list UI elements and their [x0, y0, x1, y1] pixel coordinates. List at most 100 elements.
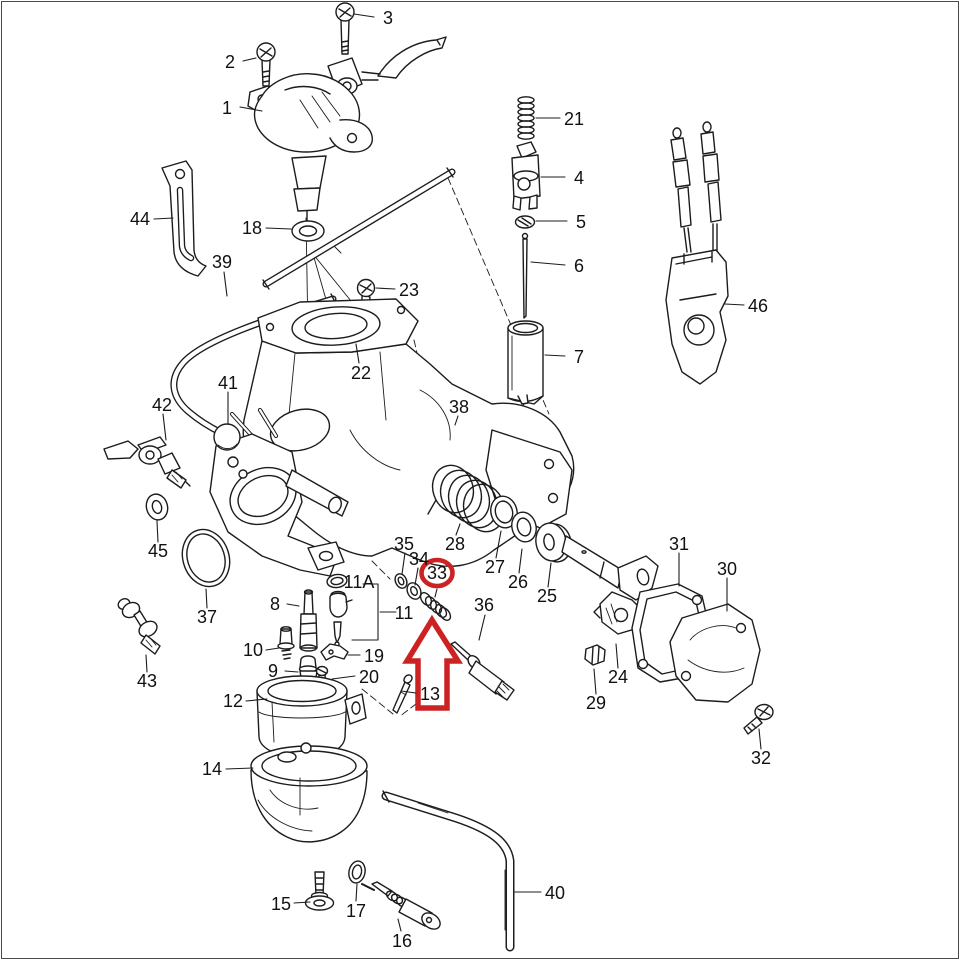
part-label-3: 3 — [383, 8, 393, 28]
clip-19-drawing — [320, 643, 349, 661]
leader-line-17 — [355, 883, 358, 902]
leader-line-28 — [455, 523, 461, 536]
part-label-11: 11 — [395, 603, 414, 623]
leader-line-34 — [414, 567, 419, 586]
oring-34-drawing — [406, 582, 422, 600]
part-label-1: 1 — [222, 98, 232, 118]
part-label-39: 39 — [212, 252, 232, 272]
oring-11a-drawing — [326, 573, 348, 589]
leader-line-6 — [530, 261, 566, 266]
leader-line-3 — [353, 13, 375, 18]
part-labels: 1231844392322214567463841424537433534332… — [130, 8, 771, 951]
part-label-31: 31 — [669, 534, 689, 554]
part-label-19: 19 — [364, 646, 384, 666]
hose-40-drawing — [381, 790, 515, 952]
leader-line-9 — [284, 670, 299, 673]
part-label-36: 36 — [474, 595, 494, 615]
drain-screw-15-drawing — [304, 871, 335, 911]
leader-line-18 — [265, 227, 292, 230]
valve-42-drawing — [103, 436, 191, 489]
chamber-12-drawing — [256, 675, 367, 759]
part-label-14: 14 — [202, 759, 222, 779]
leader-line-8 — [286, 603, 300, 607]
leader-line-43 — [145, 654, 148, 673]
part-label-15: 15 — [271, 894, 291, 914]
leader-line-37 — [205, 588, 208, 609]
part-label-18: 18 — [242, 218, 262, 238]
bracket-44-drawing — [161, 160, 207, 277]
leader-line-22 — [355, 343, 360, 364]
float-valve-11-drawing — [329, 590, 353, 647]
washer-26-drawing — [511, 511, 537, 543]
part-label-25: 25 — [537, 586, 557, 606]
leader-line-39 — [223, 271, 228, 297]
leader-line-38 — [454, 415, 459, 426]
part-label-9: 9 — [268, 661, 278, 681]
leader-line-42 — [162, 413, 167, 441]
washer-45-drawing — [145, 493, 169, 521]
part-label-40: 40 — [545, 883, 565, 903]
jet-10-drawing — [277, 626, 295, 660]
leader-line-33 — [434, 588, 438, 598]
part-label-28: 28 — [445, 534, 465, 554]
part-label-45: 45 — [148, 541, 168, 561]
part-label-32: 32 — [751, 748, 771, 768]
oring-35-drawing — [394, 573, 408, 589]
part-label-10: 10 — [243, 640, 263, 660]
part-label-43: 43 — [137, 671, 157, 691]
leader-line-12 — [245, 698, 268, 702]
leader-line-45 — [156, 520, 159, 543]
leader-line-20 — [331, 675, 356, 680]
holder-4-drawing — [511, 141, 541, 211]
leader-line-32 — [758, 728, 762, 750]
leader-line-46 — [724, 303, 745, 306]
part-label-35: 35 — [394, 534, 414, 554]
part-label-27: 27 — [485, 557, 505, 577]
part-label-5: 5 — [576, 212, 586, 232]
part-label-8: 8 — [270, 594, 280, 614]
highlight-circle — [419, 557, 455, 589]
washer-18-drawing — [291, 220, 325, 242]
cables-46-drawing — [665, 121, 729, 385]
screw-36-drawing — [450, 641, 515, 701]
leader-line-1 — [239, 106, 263, 112]
spring-33-drawing — [419, 592, 452, 621]
leader-line-36 — [478, 614, 486, 641]
part-label-13: 13 — [420, 684, 440, 704]
part-label-17: 17 — [346, 901, 366, 921]
part-label-16: 16 — [392, 931, 412, 951]
part-label-22: 22 — [351, 363, 371, 383]
spring-21-drawing — [517, 96, 535, 140]
screw-2-drawing — [256, 42, 276, 87]
clip-5-drawing — [514, 215, 536, 229]
part-label-24: 24 — [608, 667, 628, 687]
leader-line-29 — [593, 668, 597, 695]
highlight-arrow — [402, 614, 464, 711]
part-label-30: 30 — [717, 559, 737, 579]
part-label-29: 29 — [586, 693, 606, 713]
screw-32-drawing — [743, 703, 774, 735]
part-label-44: 44 — [130, 209, 150, 229]
leader-line-24 — [615, 643, 619, 669]
part-label-33: 33 — [427, 563, 447, 583]
bowl-14-drawing — [250, 742, 368, 843]
part-label-11A: 11A — [344, 572, 375, 592]
part-label-38: 38 — [449, 397, 469, 417]
leader-line-35 — [401, 552, 406, 575]
leader-line-16 — [397, 918, 402, 932]
screw-13-drawing — [392, 674, 413, 714]
part-label-12: 12 — [223, 691, 243, 711]
nut-29-drawing — [584, 644, 606, 666]
jet-8-drawing — [299, 589, 318, 652]
cover-30-drawing — [669, 603, 761, 703]
valve-43-drawing — [117, 598, 161, 655]
straight-tube-drawing — [262, 167, 456, 290]
part-label-46: 46 — [748, 296, 768, 316]
seal-27-drawing — [490, 495, 518, 529]
leader-line-10 — [265, 647, 280, 651]
leader-line-14 — [225, 767, 254, 770]
leader-line-23 — [375, 287, 396, 290]
leader-line-13 — [400, 690, 417, 694]
top-cap-1-drawing — [247, 36, 447, 225]
